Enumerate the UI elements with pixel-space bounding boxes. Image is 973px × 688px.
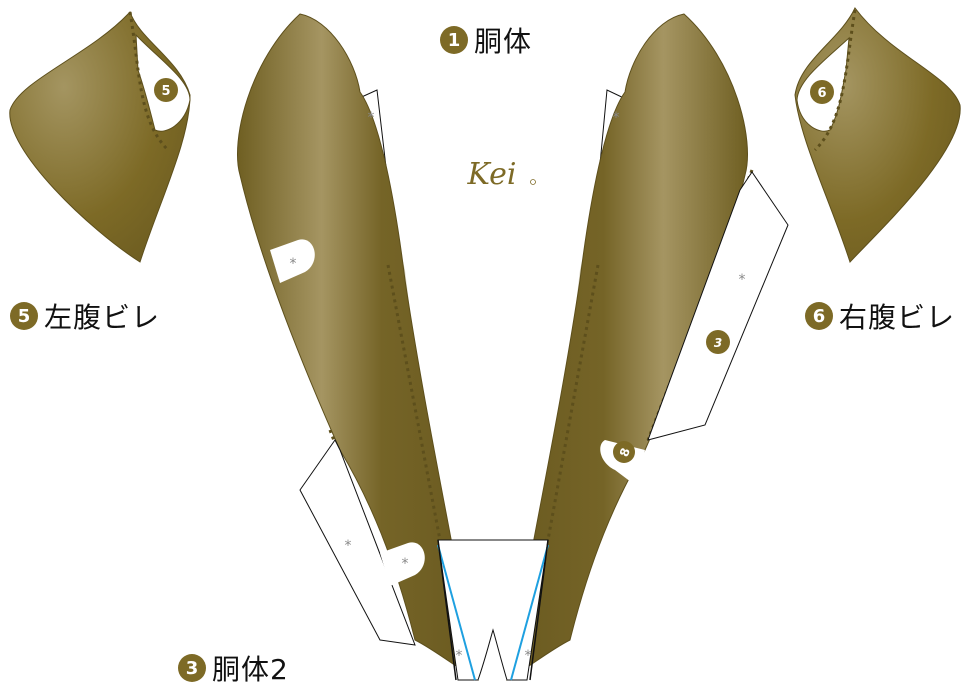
part-label-body: 1 胴体 — [440, 20, 532, 60]
part-name: 胴体2 — [212, 653, 289, 686]
part-name: 左腹ビレ — [44, 301, 161, 334]
main-body-piece: Kei — [237, 13, 754, 681]
glue-notch-right-lower: 8 — [600, 440, 645, 485]
part-number-badge: 5 — [10, 302, 38, 330]
part-name: 右腹ビレ — [839, 301, 956, 334]
glue-mark: * — [290, 256, 297, 272]
left-lower-tab — [299, 439, 416, 646]
glue-marks: * * * * * * * * — [290, 110, 746, 664]
fin-right-number-mark: 6 — [817, 86, 826, 101]
glue-mark: * — [525, 648, 532, 664]
glue-notch-left-lower — [380, 542, 425, 586]
part-number-badge: 6 — [805, 302, 833, 330]
part-label-right-pelvic-fin: 6 右腹ビレ — [805, 296, 955, 336]
body-right-tab-number-mark: 3 — [714, 336, 722, 350]
part-number-badge: 1 — [440, 26, 468, 54]
right-pelvic-fin: 6 — [794, 7, 961, 263]
glue-mark: * — [613, 110, 620, 126]
right-side-tab: 3 — [647, 171, 789, 441]
glue-mark: * — [402, 556, 409, 572]
glue-mark: * — [739, 272, 746, 288]
glue-notch-left-upper — [270, 239, 315, 283]
glue-mark: * — [368, 110, 375, 126]
body-left-half — [237, 13, 479, 681]
part-number-badge: 3 — [178, 654, 206, 682]
part-label-left-pelvic-fin: 5 左腹ビレ — [10, 296, 160, 336]
kei-logo: Kei — [467, 157, 517, 192]
fin-left-number-mark: 5 — [161, 84, 170, 99]
glue-mark: * — [345, 538, 352, 554]
glue-mark: * — [456, 648, 463, 664]
part-name: 胴体 — [474, 25, 533, 58]
part-label-body-2: 3 胴体2 — [178, 648, 289, 688]
left-pelvic-fin: 5 — [9, 11, 191, 263]
